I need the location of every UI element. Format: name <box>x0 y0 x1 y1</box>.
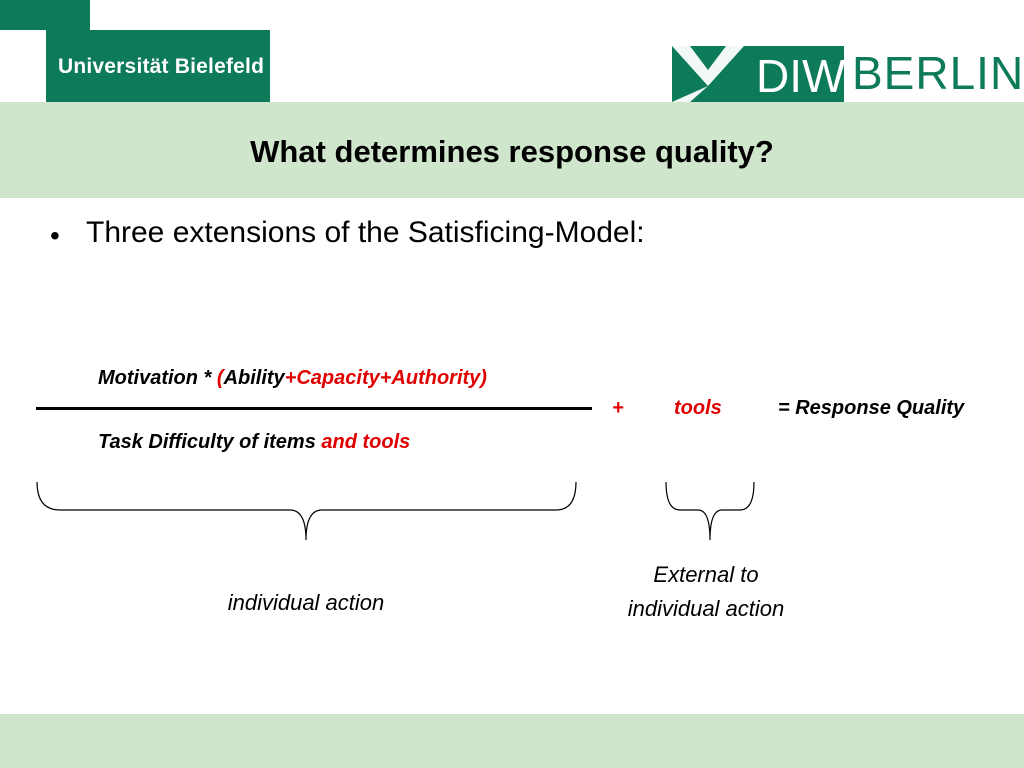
diw-berlin-text: BERLIN <box>852 47 1024 99</box>
slide-title: What determines response quality? <box>250 134 774 169</box>
bielefeld-logo-block <box>0 0 90 30</box>
bielefeld-logo-text: Universität Bielefeld <box>58 54 265 78</box>
label-external-line2: individual action <box>627 596 785 621</box>
formula-result: = Response Quality <box>778 397 965 419</box>
numerator-motivation: Motivation * <box>98 367 217 389</box>
bullet-marker: • <box>50 220 60 251</box>
denominator-task: Task Difficulty of items <box>98 431 322 453</box>
brace-external <box>665 481 755 541</box>
formula-tools: tools <box>674 397 722 419</box>
formula-numerator: Motivation * (Ability+Capacity+Authority… <box>98 367 487 390</box>
numerator-paren: ( <box>216 367 224 389</box>
diw-logo-letters: DIW <box>756 50 844 102</box>
diw-logo-mark: DIW <box>672 46 844 102</box>
bullet-text: Three extensions of the Satisficing-Mode… <box>86 216 645 249</box>
footer-band <box>0 714 1024 768</box>
numerator-ability: Ability <box>223 367 285 389</box>
numerator-rest: +Capacity+Authority) <box>284 367 487 389</box>
denominator-tools: and tools <box>321 431 411 453</box>
title-band: What determines response quality? <box>0 102 1024 198</box>
braces <box>36 481 755 541</box>
formula-plus: + <box>612 397 624 419</box>
fraction-line <box>36 407 592 410</box>
formula-denominator: Task Difficulty of items and tools <box>98 431 410 454</box>
bielefeld-logo: Universität Bielefeld <box>46 30 270 103</box>
brace-individual <box>36 481 577 541</box>
label-individual-action: individual action <box>227 590 385 615</box>
label-external-line1: External to <box>653 562 759 587</box>
